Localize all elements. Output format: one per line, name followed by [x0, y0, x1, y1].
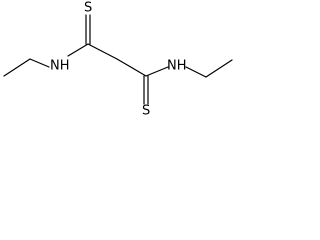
bond-c1-n-left	[67, 43, 89, 57]
atom-labels: S S NH NH	[50, 1, 187, 119]
bond-c3-n-right	[145, 66, 169, 77]
bond-group	[3, 14, 233, 105]
atom-sulfur-top: S	[84, 1, 92, 16]
atom-nh-right: NH	[167, 59, 187, 74]
molecule-structure: S S NH NH	[3, 1, 233, 119]
bond-c4-c5	[3, 58, 31, 77]
atom-sulfur-bottom: S	[142, 104, 150, 119]
bond-c2-c3	[116, 58, 147, 77]
bond-n-left-c4	[29, 58, 50, 68]
bond-n-right-c6	[185, 66, 207, 78]
bond-c1-c2	[87, 43, 118, 60]
bond-c6-c7	[205, 59, 233, 78]
atom-nh-left: NH	[50, 59, 70, 74]
